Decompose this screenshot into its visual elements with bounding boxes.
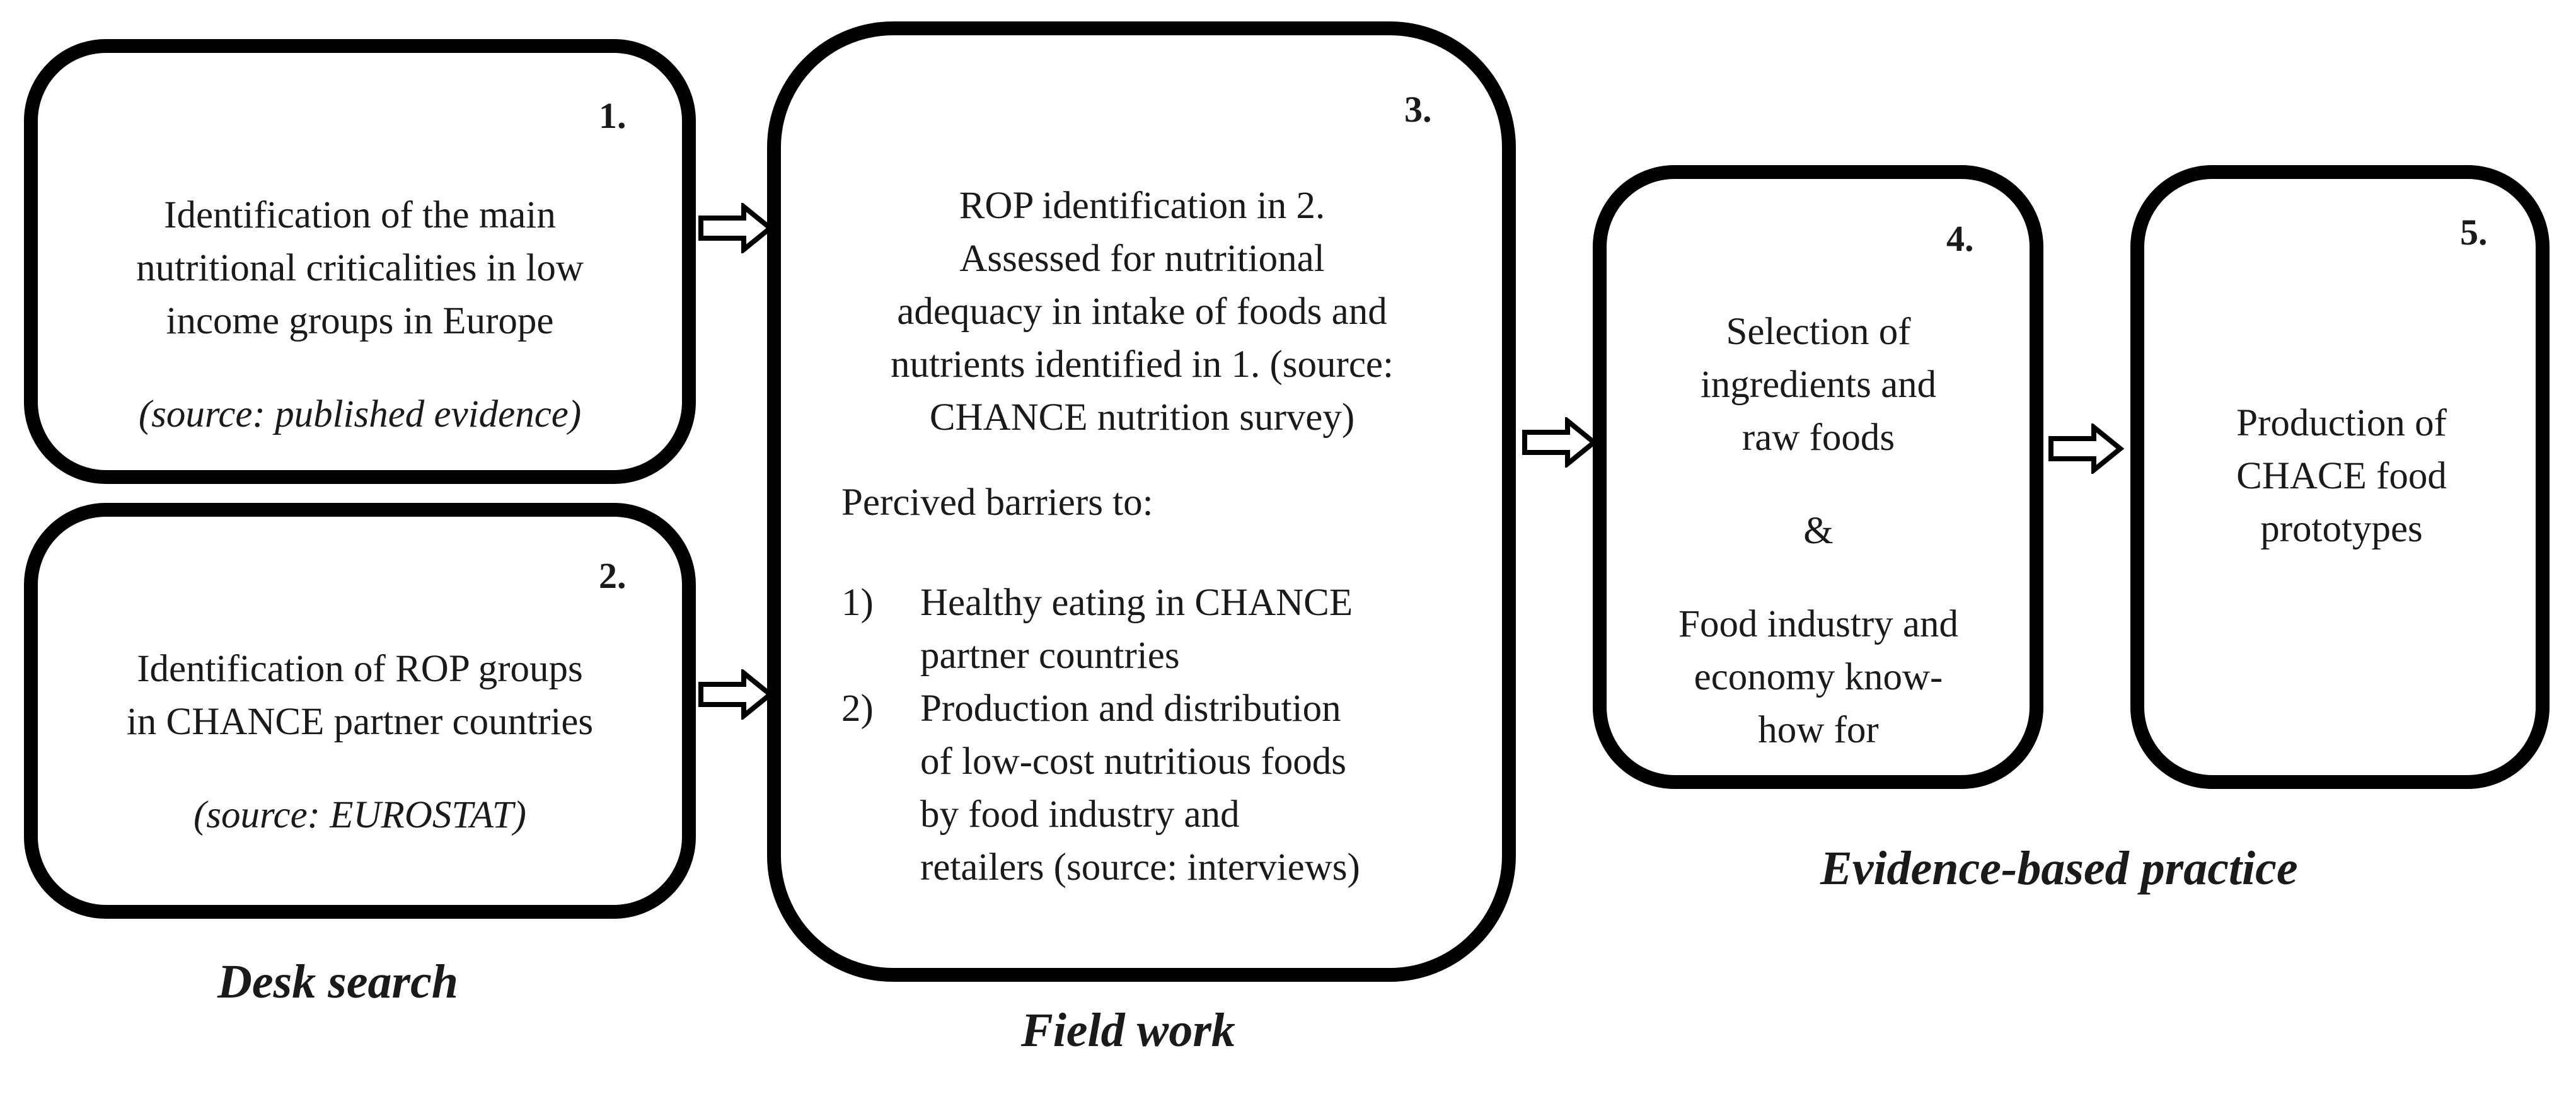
- step-4-box: [1593, 165, 2043, 789]
- arrow-2-to-3: [698, 669, 774, 720]
- step-4-line: ingredients and: [1700, 364, 1937, 406]
- step-3-line: Assessed for nutritional: [959, 238, 1325, 280]
- barrier-line: partner countries: [920, 635, 1180, 677]
- step-4-text: Selection of ingredients and raw foods &…: [1614, 306, 2023, 757]
- step-4-number: 4.: [1946, 218, 1974, 259]
- field-work-caption: Field work: [1021, 1004, 1235, 1057]
- barrier-line: of low-cost nutritious foods: [920, 740, 1347, 783]
- step-4-line: how for: [1758, 709, 1879, 751]
- arrow-4-to-5: [2048, 423, 2124, 474]
- step-4-line: Selection of: [1726, 311, 1911, 353]
- step-3-line: CHANCE nutrition survey): [929, 396, 1355, 439]
- barriers-list: 1) Healthy eating in CHANCE partner coun…: [841, 577, 1491, 894]
- step-2-box: [24, 503, 696, 919]
- step-3-line: nutrients identified in 1. (source:: [891, 343, 1394, 386]
- barrier-line: Production and distribution: [920, 688, 1341, 730]
- barrier-line: retailers (source: interviews): [920, 846, 1360, 889]
- step-2-source: (source: EUROSTAT): [193, 794, 526, 836]
- barriers-heading: Percived barriers to:: [841, 481, 1153, 524]
- step-1-line: Identification of the main: [164, 194, 556, 236]
- step-1-source: (source: published evidence): [138, 393, 582, 435]
- desk-search-caption: Desk search: [217, 955, 459, 1008]
- step-4-line: Food industry and: [1678, 603, 1958, 645]
- step-2-number: 2.: [599, 555, 627, 596]
- step-3-number: 3.: [1404, 89, 1432, 130]
- step-3-box: [767, 21, 1516, 982]
- barrier-marker: 2): [841, 688, 874, 730]
- step-4-line: economy know-: [1694, 656, 1943, 698]
- step-2-line: Identification of ROP groups: [137, 648, 583, 690]
- barrier-line: Healthy eating in CHANCE: [920, 582, 1353, 624]
- barrier-marker: 1): [841, 582, 874, 624]
- barrier-item: 2) Production and distribution of low-co…: [841, 682, 1491, 894]
- arrow-3-to-4: [1522, 417, 1598, 468]
- step-2-line: in CHANCE partner countries: [126, 701, 594, 743]
- step-5-line: prototypes: [2260, 508, 2423, 550]
- step-3-line: ROP identification in 2.: [959, 185, 1326, 227]
- step-3-line: adequacy in intake of foods and: [897, 291, 1387, 333]
- step-5-line: Production of: [2236, 402, 2447, 444]
- step-5-box: [2130, 165, 2550, 789]
- arrow-1-to-3: [698, 203, 774, 253]
- step-5-line: CHACE food: [2236, 455, 2447, 497]
- barrier-line: by food industry and: [920, 793, 1240, 836]
- step-1-line: income groups in Europe: [166, 300, 554, 342]
- step-5-text: Production of CHACE food prototypes: [2156, 397, 2527, 556]
- step-2-text: Identification of ROP groups in CHANCE p…: [47, 643, 673, 842]
- step-1-text: Identification of the main nutritional c…: [47, 189, 673, 441]
- step-5-number: 5.: [2460, 212, 2488, 253]
- step-4-ampersand: &: [1803, 510, 1834, 552]
- step-1-number: 1.: [599, 95, 627, 136]
- step-3-intro: ROP identification in 2. Assessed for nu…: [795, 180, 1489, 444]
- step-1-line: nutritional criticalities in low: [136, 247, 584, 289]
- step-1-box: [24, 39, 696, 484]
- evidence-based-practice-caption: Evidence-based practice: [1820, 842, 2298, 895]
- step-4-line: raw foods: [1741, 417, 1895, 459]
- barrier-item: 1) Healthy eating in CHANCE partner coun…: [841, 577, 1491, 682]
